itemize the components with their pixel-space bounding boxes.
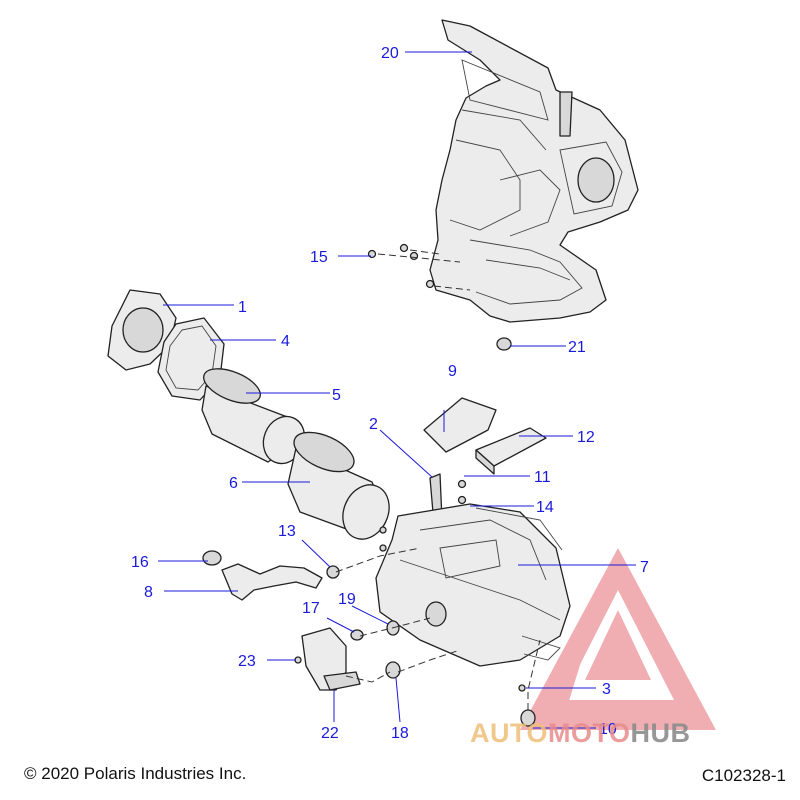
airbox-part — [375, 503, 571, 667]
watermark-part-c: HUB — [630, 718, 691, 748]
callout-12: 12 — [577, 429, 595, 446]
clamp-part — [202, 550, 222, 566]
foam-block-part — [475, 427, 547, 475]
callout-5: 5 — [332, 387, 341, 404]
callout-19: 19 — [338, 591, 356, 608]
callout-4: 4 — [281, 333, 290, 350]
callout-21: 21 — [568, 339, 586, 356]
filter-element-part — [201, 368, 306, 465]
prefilter-part — [287, 431, 390, 540]
assembly-lines — [335, 249, 541, 710]
drawing-code: C102328-1 — [701, 766, 786, 785]
intake-housing-part — [429, 19, 639, 323]
callout-16: 16 — [131, 554, 149, 571]
watermark-part-b: MOTO — [548, 718, 631, 748]
watermark-logo-icon — [520, 548, 716, 730]
callout-9: 9 — [448, 363, 457, 380]
callout-14: 14 — [536, 499, 554, 516]
hose-part — [221, 563, 323, 601]
callout-7: 7 — [640, 559, 649, 576]
watermark-text: AUTOMOTOHUB — [470, 718, 691, 749]
callout-10: 10 — [599, 721, 617, 738]
callout-17: 17 — [302, 600, 320, 617]
callout-labels: 20 1 4 5 6 2 9 12 11 14 7 15 21 13 16 8 … — [131, 45, 649, 742]
callout-18: 18 — [391, 725, 409, 742]
cover-part — [423, 397, 497, 453]
callout-15: 15 — [310, 249, 328, 266]
leader-lines — [158, 51, 636, 729]
callout-20: 20 — [381, 45, 399, 62]
callout-3: 3 — [602, 681, 611, 698]
callout-13: 13 — [278, 523, 296, 540]
copyright-text: © 2020 Polaris Industries Inc. — [24, 764, 247, 783]
small-clamp-part — [326, 565, 340, 579]
callout-8: 8 — [144, 584, 153, 601]
callout-6: 6 — [229, 475, 238, 492]
callout-23: 23 — [238, 653, 256, 670]
grommet-part — [385, 620, 401, 679]
callout-22: 22 — [321, 725, 339, 742]
boot-part — [107, 289, 177, 371]
watermark-part-a: AUTO — [470, 718, 549, 748]
valve-part — [301, 627, 361, 691]
callout-11: 11 — [534, 469, 551, 486]
drain-part — [496, 337, 512, 351]
callout-2: 2 — [369, 416, 378, 433]
callout-1: 1 — [238, 299, 247, 316]
